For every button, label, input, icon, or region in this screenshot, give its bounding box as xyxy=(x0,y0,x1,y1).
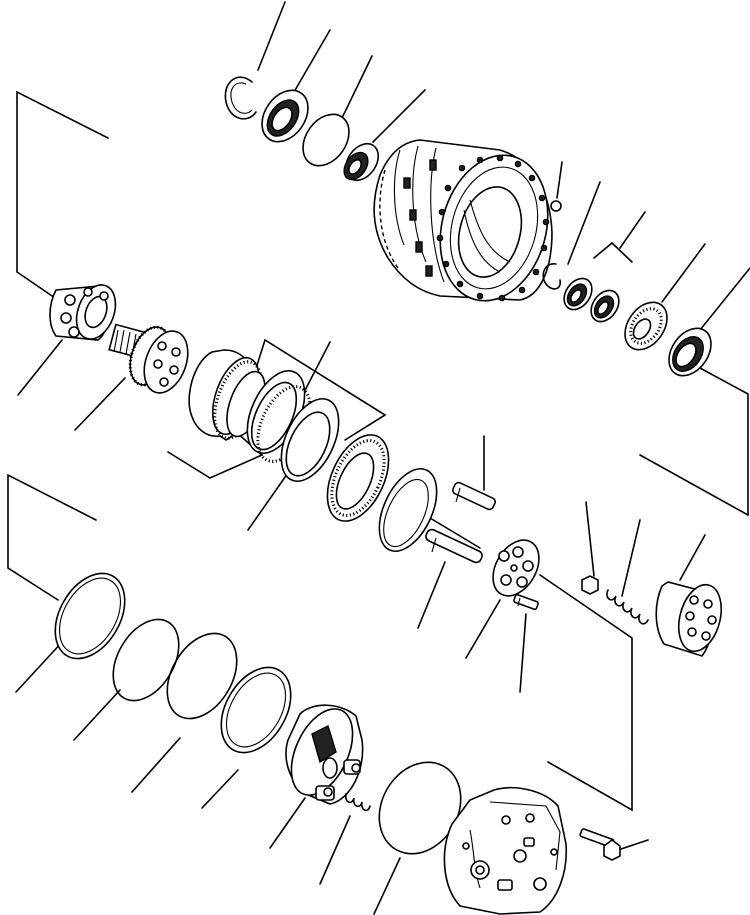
seal-ring xyxy=(220,666,292,754)
seal-right-1 xyxy=(563,277,593,311)
roller-bearing-left xyxy=(49,284,117,341)
piston-pin xyxy=(425,528,483,564)
oil-seal-top xyxy=(261,89,309,143)
friction-disc xyxy=(326,434,390,522)
retainer-plate xyxy=(492,539,540,597)
housing-hub xyxy=(373,139,553,302)
ring-gear-right xyxy=(668,327,712,377)
seal-right-2 xyxy=(590,289,620,323)
o-ring-top xyxy=(302,113,350,167)
small-bolt xyxy=(513,593,539,611)
o-ring-b xyxy=(166,632,238,720)
shaft-gear xyxy=(108,323,189,394)
leader-lines xyxy=(15,1,750,915)
plug xyxy=(550,200,562,212)
snap-ring-right xyxy=(542,263,562,290)
plate-ring xyxy=(378,468,438,552)
taper-bearing-top xyxy=(343,142,380,182)
piston-housing xyxy=(285,704,364,805)
spring xyxy=(606,589,649,625)
cylinder-block xyxy=(655,581,723,657)
nut xyxy=(581,575,599,595)
pin xyxy=(452,481,496,511)
bearing-right xyxy=(624,301,668,351)
valve-cover xyxy=(443,786,568,915)
spring-small xyxy=(344,793,371,812)
shim xyxy=(54,572,126,660)
brake-plate-set xyxy=(188,349,340,482)
snap-ring-top xyxy=(224,76,257,120)
bolt xyxy=(579,828,621,861)
